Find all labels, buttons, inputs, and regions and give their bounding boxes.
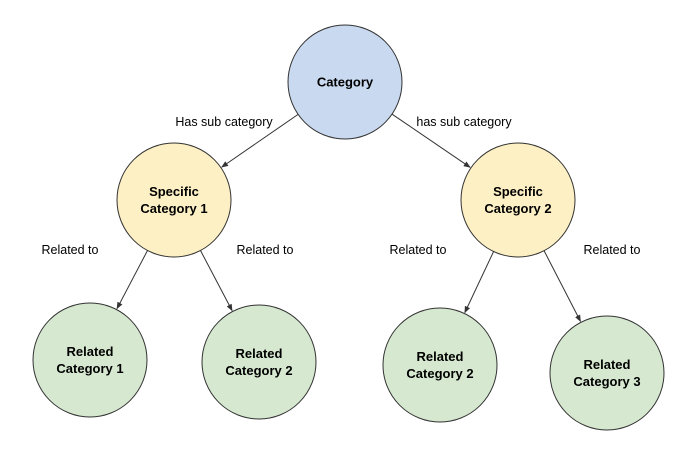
edge-label: Has sub category [175,115,273,129]
edge-label: Related to [237,243,294,257]
node-label: Related [236,346,283,361]
node-label: Related [417,349,464,364]
node-label: Category 3 [573,374,640,389]
node-label: Category 1 [140,201,207,216]
node-label: Specific [149,184,199,199]
edges-layer [116,111,581,323]
node-circle [116,142,232,258]
edge-category-to-specific-1 [221,111,302,168]
node-label: Category [317,75,374,90]
edge-label: Related to [390,243,447,257]
node-label: Category 2 [225,363,292,378]
node-label: Related [67,344,114,359]
node-label: Related [584,357,631,372]
node-label: Category 2 [406,366,473,381]
edge-specific-2-to-related-c [464,247,496,314]
edge-labels-layer: Has sub category has sub categoryRelated … [42,115,641,257]
edge-label: Related to [584,243,641,257]
edge-category-to-specific-2 [388,111,471,168]
node-circle [460,142,576,258]
node-label: Specific [493,184,543,199]
edge-specific-1-to-related-b [198,246,233,312]
edge-specific-1-to-related-a [116,246,150,310]
node-category: Category [287,24,403,140]
node-circle [549,315,665,431]
edge-label: has sub category [416,115,512,129]
node-circle [382,307,498,423]
node-circle [287,24,403,140]
edge-label: Related to [42,243,99,257]
node-circle [201,304,317,420]
edge-specific-2-to-related-d [541,246,581,323]
node-label: Category 2 [484,201,551,216]
node-label: Category 1 [56,361,123,376]
node-circle [32,302,148,418]
